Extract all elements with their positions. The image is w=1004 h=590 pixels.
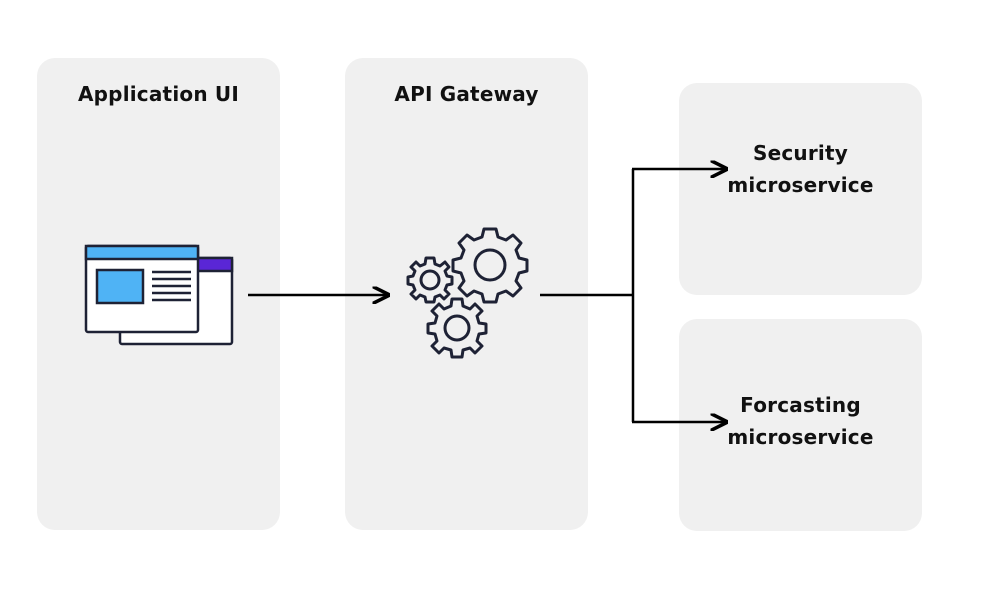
browser-window-icon — [84, 244, 234, 346]
application-ui-title: Application UI — [77, 82, 239, 106]
security-title-line2: microservice — [727, 173, 874, 197]
forecasting-title-line1: Forcasting — [740, 393, 861, 417]
security-microservice-title: Security microservice — [679, 137, 922, 201]
forecasting-title-line2: microservice — [727, 425, 874, 449]
gears-icon — [406, 227, 529, 359]
security-title-line1: Security — [753, 141, 848, 165]
security-microservice-panel: Security microservice — [679, 83, 922, 295]
connector-gateway-to-services — [540, 169, 726, 422]
api-gateway-title: API Gateway — [394, 82, 539, 106]
forecasting-microservice-title: Forcasting microservice — [679, 389, 922, 453]
